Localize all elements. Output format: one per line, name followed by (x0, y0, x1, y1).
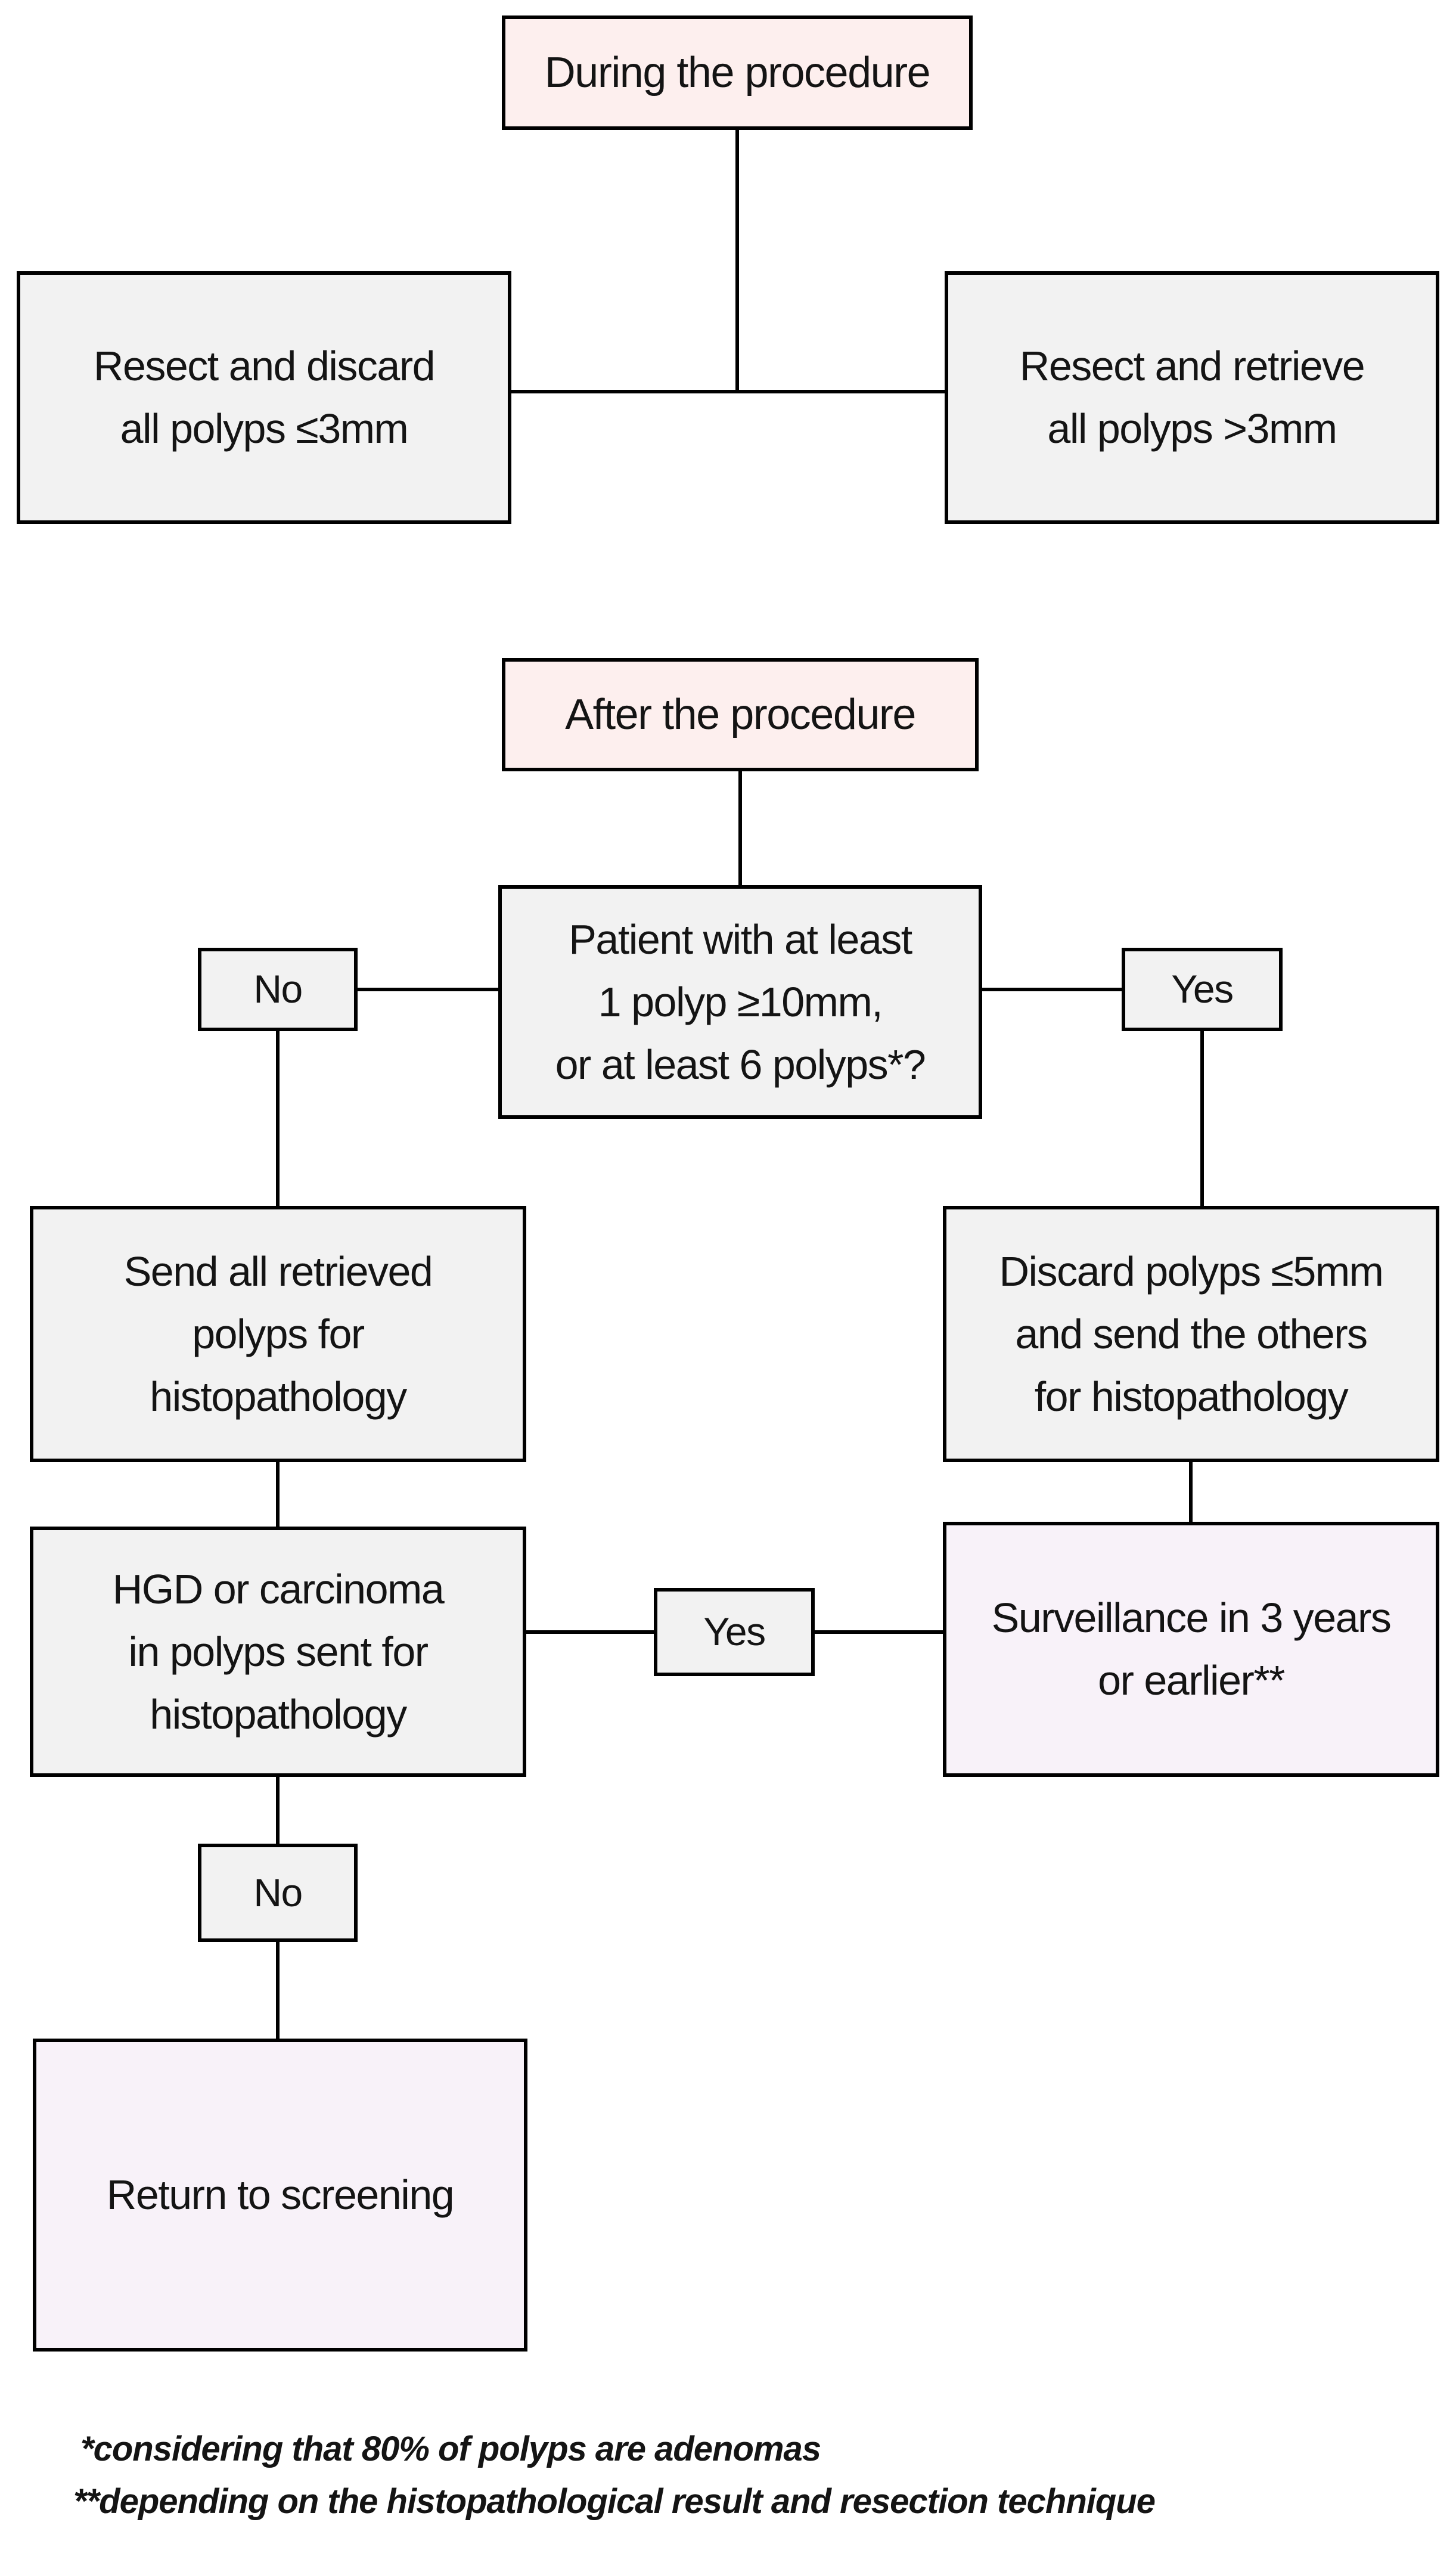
node-send-all-retrieved: Send all retrieved polyps for histopatho… (30, 1206, 526, 1462)
footnote-1: *considering that 80% of polyps are aden… (80, 2430, 821, 2468)
connector-discard-down (1189, 1462, 1193, 1522)
node-resect-and-retrieve: Resect and retrieve all polyps >3mm (945, 271, 1439, 524)
connector-after-down (738, 771, 742, 885)
connector-no2-down (276, 1942, 280, 2039)
node-surveillance-3-years: Surveillance in 3 years or earlier** (943, 1522, 1439, 1777)
node-resect-and-discard: Resect and discard all polyps ≤3mm (17, 271, 511, 524)
node-after-the-procedure: After the procedure (502, 658, 979, 771)
node-polyp-count-decision: Patient with at least 1 polyp ≥10mm, or … (498, 885, 982, 1119)
connector-yes2-to-surveillance (815, 1630, 943, 1634)
connector-no1-to-decision (358, 988, 498, 991)
connector-procedure-horizontal (511, 390, 945, 393)
node-no-branch-2: No (198, 1844, 358, 1942)
connector-hgd-down (276, 1777, 280, 1844)
connector-yes1-down (1200, 1031, 1204, 1206)
node-no-branch-1: No (198, 948, 358, 1031)
footnote-2: **depending on the histopathological res… (73, 2482, 1156, 2521)
connector-decision-to-yes1 (982, 988, 1122, 991)
node-yes-branch-2: Yes (654, 1588, 815, 1676)
connector-during-down (735, 130, 739, 393)
node-hgd-or-carcinoma: HGD or carcinoma in polyps sent for hist… (30, 1527, 526, 1777)
node-during-the-procedure: During the procedure (502, 15, 973, 130)
node-yes-branch-1: Yes (1122, 948, 1283, 1031)
node-discard-small-polyps: Discard polyps ≤5mm and send the others … (943, 1206, 1439, 1462)
connector-hgd-to-yes2 (526, 1630, 654, 1634)
node-return-to-screening: Return to screening (33, 2039, 527, 2352)
connector-sendall-down (276, 1462, 280, 1527)
connector-no1-down (276, 1031, 280, 1206)
